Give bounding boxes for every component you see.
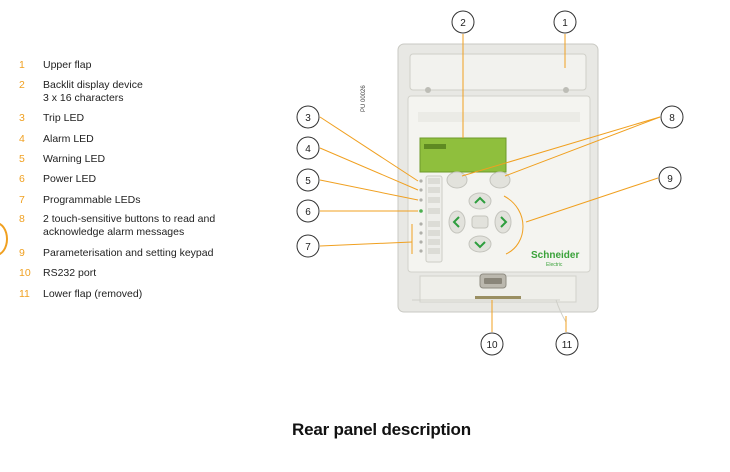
alarm-ack-button — [489, 171, 511, 189]
callout-label: 10 — [486, 340, 498, 351]
warning-led-icon — [419, 198, 423, 202]
legend-text: 2 touch-sensitive buttons to read and — [43, 213, 216, 225]
prog-led-icon — [419, 222, 423, 226]
callout-2: 2 — [451, 10, 475, 34]
photo-reference: PU 00026 — [361, 85, 367, 112]
callout-label: 4 — [305, 144, 311, 155]
legend-number: 7 — [19, 194, 25, 206]
callout-5: 5 — [296, 168, 320, 192]
callout-label: 8 — [669, 113, 675, 124]
legend-text: RS232 port — [43, 267, 97, 279]
legend-number: 1 — [19, 59, 25, 71]
backlit-display — [419, 137, 507, 173]
legend-text: Upper flap — [43, 59, 92, 71]
legend-number: 3 — [19, 112, 25, 124]
legend-text: acknowledge alarm messages — [43, 226, 185, 238]
legend-text: Programmable LEDs — [43, 194, 141, 206]
screw-right-icon — [563, 87, 569, 93]
callout-label: 7 — [305, 242, 311, 253]
display-text-mark — [424, 144, 446, 149]
figure-caption: Rear panel description — [292, 420, 471, 439]
brand-sub: Electric — [546, 262, 563, 268]
callout-label: 6 — [305, 207, 311, 218]
callout-8: 8 — [660, 105, 684, 129]
callout-label: 2 — [460, 18, 466, 29]
legend-number: 6 — [19, 173, 25, 185]
callout-1: 1 — [553, 10, 577, 34]
legend-number: 9 — [19, 247, 25, 259]
callout-label: 5 — [305, 176, 311, 187]
alarm-read-button — [446, 171, 468, 189]
screw-left-icon — [425, 87, 431, 93]
legend-text: Alarm LED — [43, 133, 94, 145]
power-led-icon — [419, 209, 423, 213]
callout-6: 6 — [296, 199, 320, 223]
legend-number: 8 — [19, 213, 25, 225]
callout-label: 11 — [562, 340, 573, 351]
callout-7: 7 — [296, 234, 320, 258]
callout-label: 1 — [562, 18, 568, 29]
legend-number: 11 — [19, 288, 30, 300]
legend-text: Parameterisation and setting keypad — [43, 247, 214, 259]
arrow-right-icon — [500, 216, 508, 228]
leader-lines — [319, 34, 661, 332]
legend-text: 3 x 16 characters — [43, 92, 124, 104]
panel-top-band — [418, 112, 580, 122]
enter-button — [471, 215, 489, 229]
legend-number: 5 — [19, 153, 25, 165]
legend-number: 4 — [19, 133, 25, 145]
arrow-up-icon — [474, 196, 486, 204]
callout-4: 4 — [296, 136, 320, 160]
setting-keypad — [448, 192, 512, 253]
callout-11: 11 — [555, 332, 579, 356]
callout-3: 3 — [296, 105, 320, 129]
callout-label: 3 — [305, 113, 311, 124]
prog-led-icon — [419, 240, 423, 244]
legend-text: Backlit display device — [43, 79, 143, 91]
callout-10: 10 — [480, 332, 504, 356]
legend-text: Power LED — [43, 173, 97, 185]
alarm-led-icon — [419, 188, 423, 192]
led-column — [419, 175, 443, 263]
callout-9: 9 — [658, 166, 682, 190]
legend-number: 2 — [19, 79, 25, 91]
upper-flap — [409, 53, 587, 91]
arrow-down-icon — [474, 241, 486, 249]
legend-text: Warning LED — [43, 153, 106, 165]
arrow-left-icon — [452, 216, 460, 228]
callout-label: 9 — [667, 174, 673, 185]
legend-text: Trip LED — [43, 112, 85, 124]
trip-led-icon — [419, 179, 423, 183]
prog-led-icon — [419, 249, 423, 253]
lower-flap-edge — [555, 299, 567, 323]
brand-logo: Schneider — [531, 250, 579, 261]
legend-number: 10 — [19, 267, 31, 279]
legend-text: Lower flap (removed) — [43, 288, 143, 300]
prog-led-icon — [419, 231, 423, 235]
